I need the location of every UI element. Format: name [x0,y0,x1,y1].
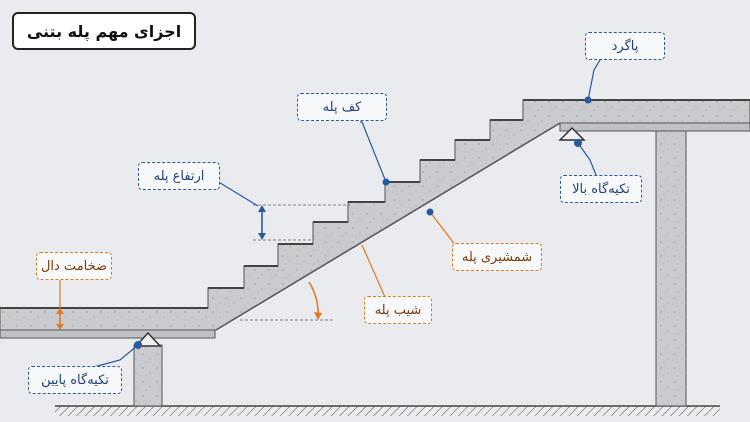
slab-thickness-label: ضخامت دال [36,252,112,280]
bottom-beam [0,329,216,339]
bottom-support-shape [134,331,162,347]
landing-marker [584,96,592,104]
riser-arrow-head-top [258,205,266,212]
slope-arrow-head [314,312,322,320]
riser-arrow-head-bottom [258,233,266,240]
slope-label: شیب پله [364,296,432,324]
bottom-support-label: تکیه‌گاه پایین [28,366,122,394]
riser-height-label: ارتفاع پله [138,162,220,190]
bottom-column [133,344,163,407]
top-support-shape [558,126,586,141]
stringer-underside [215,122,561,331]
thickness-arrow-head-top [56,308,64,314]
top-support-label: تکیه‌گاه بالا [560,175,642,203]
page-title: اجزای مهم پله بتنی [12,12,196,50]
ground-hatch [55,406,720,416]
tread-marker [382,178,390,186]
top-beam [559,122,750,132]
top-column [655,127,687,407]
stringer-marker [426,208,434,216]
tread-edges [0,99,750,309]
landing-label: پاگرد [585,32,665,60]
tread-label: کف پله [297,93,387,121]
thickness-arrow-head-bottom [56,324,64,330]
stringer-label: شمشیری پله [452,243,542,271]
